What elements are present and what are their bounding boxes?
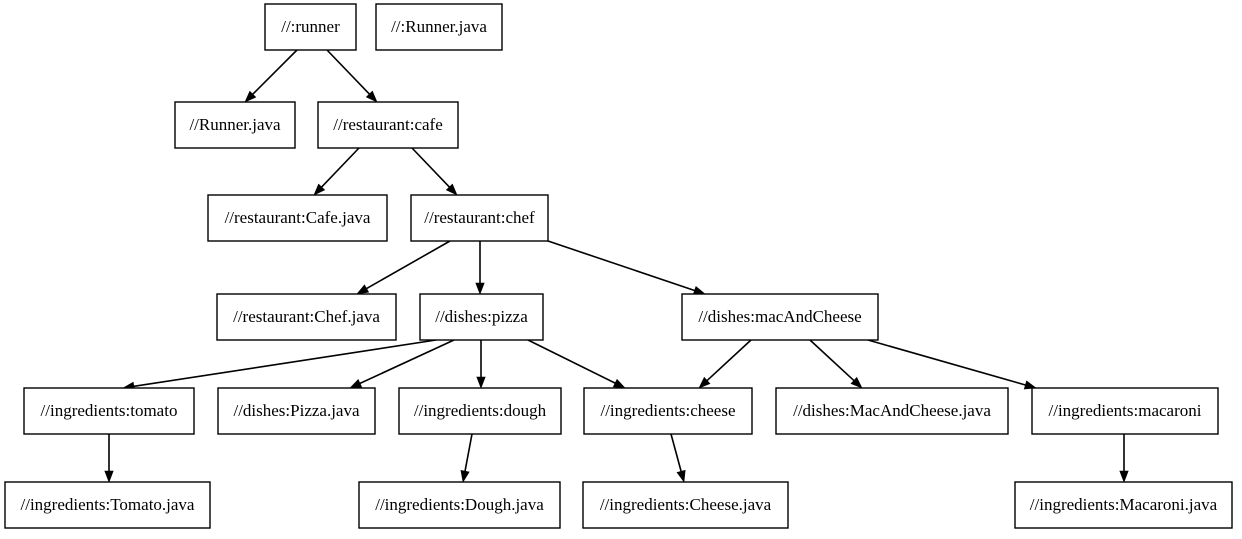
graph-node[interactable]: //ingredients:cheese: [583, 387, 753, 435]
graph-node[interactable]: //dishes:Pizza.java: [217, 387, 376, 435]
graph-edge: [670, 433, 686, 483]
graph-edge: [313, 147, 360, 196]
graph-node[interactable]: //:Runner.java: [375, 3, 503, 51]
graph-edge: [326, 49, 378, 103]
graph-node-label: //ingredients:cheese: [600, 401, 735, 420]
graph-edge: [698, 339, 752, 389]
graph-node-label: //ingredients:Cheese.java: [600, 495, 772, 514]
nodes-layer: //:runner //:Runner.java //Runner.java //re…: [4, 3, 1233, 529]
graph-edge: [547, 240, 706, 295]
graph-node[interactable]: //ingredients:Cheese.java: [582, 481, 789, 529]
graph-node-label: //ingredients:Macaroni.java: [1030, 495, 1218, 514]
graph-node[interactable]: //ingredients:Macaroni.java: [1014, 481, 1233, 529]
graph-edge: [104, 434, 114, 483]
graph-node-label: //restaurant:chef: [424, 208, 535, 227]
graph-node-label: //ingredients:tomato: [41, 401, 178, 420]
graph-node[interactable]: //dishes:macAndCheese: [681, 293, 879, 341]
graph-node-label: //Runner.java: [189, 115, 281, 134]
graph-node[interactable]: //restaurant:Chef.java: [216, 293, 397, 341]
graph-edge: [244, 49, 298, 103]
graph-node-label: //restaurant:cafe: [333, 115, 443, 134]
graph-node-label: //restaurant:Chef.java: [233, 307, 380, 326]
graph-node[interactable]: //ingredients:dough: [398, 387, 562, 435]
graph-node-label: //dishes:pizza: [435, 307, 528, 326]
graph-node[interactable]: //restaurant:chef: [410, 194, 549, 242]
graph-node-label: //ingredients:macaroni: [1049, 401, 1202, 420]
graph-edge: [809, 339, 863, 389]
graph-node[interactable]: //dishes:MacAndCheese.java: [775, 387, 1009, 435]
graph-edge: [122, 339, 437, 391]
graph-node-label: //:runner: [281, 17, 340, 36]
graph-node[interactable]: //restaurant:cafe: [317, 101, 459, 149]
graph-node[interactable]: //restaurant:Cafe.java: [207, 194, 388, 242]
graph-edge: [1119, 434, 1129, 483]
graph-node-label: //dishes:macAndCheese: [698, 307, 861, 326]
graph-edge: [475, 241, 485, 295]
graph-edge: [460, 433, 473, 483]
graph-node-label: //dishes:MacAndCheese.java: [793, 401, 991, 420]
graph-edge: [356, 240, 451, 295]
graph-edge: [411, 147, 458, 196]
graph-edge: [527, 339, 626, 389]
graph-edge: [476, 340, 486, 389]
edges-layer: [104, 49, 1129, 483]
graph-node[interactable]: //ingredients:Tomato.java: [4, 481, 211, 529]
graph-edge: [867, 339, 1037, 390]
graph-node[interactable]: //ingredients:Dough.java: [358, 481, 561, 529]
graph-edge: [349, 339, 455, 389]
graph-node-label: //restaurant:Cafe.java: [225, 208, 371, 227]
graph-node[interactable]: //ingredients:tomato: [23, 387, 195, 435]
graph-node-label: //ingredients:Dough.java: [375, 495, 544, 514]
graph-node-label: //dishes:Pizza.java: [233, 401, 360, 420]
graph-node[interactable]: //ingredients:macaroni: [1031, 387, 1219, 435]
graph-node[interactable]: //Runner.java: [174, 101, 296, 149]
graph-node[interactable]: //:runner: [264, 3, 357, 51]
graph-node-label: //ingredients:dough: [414, 401, 547, 420]
graph-node-label: //ingredients:Tomato.java: [21, 495, 195, 514]
graph-node-label: //:Runner.java: [391, 17, 487, 36]
graph-node[interactable]: //dishes:pizza: [419, 293, 544, 341]
